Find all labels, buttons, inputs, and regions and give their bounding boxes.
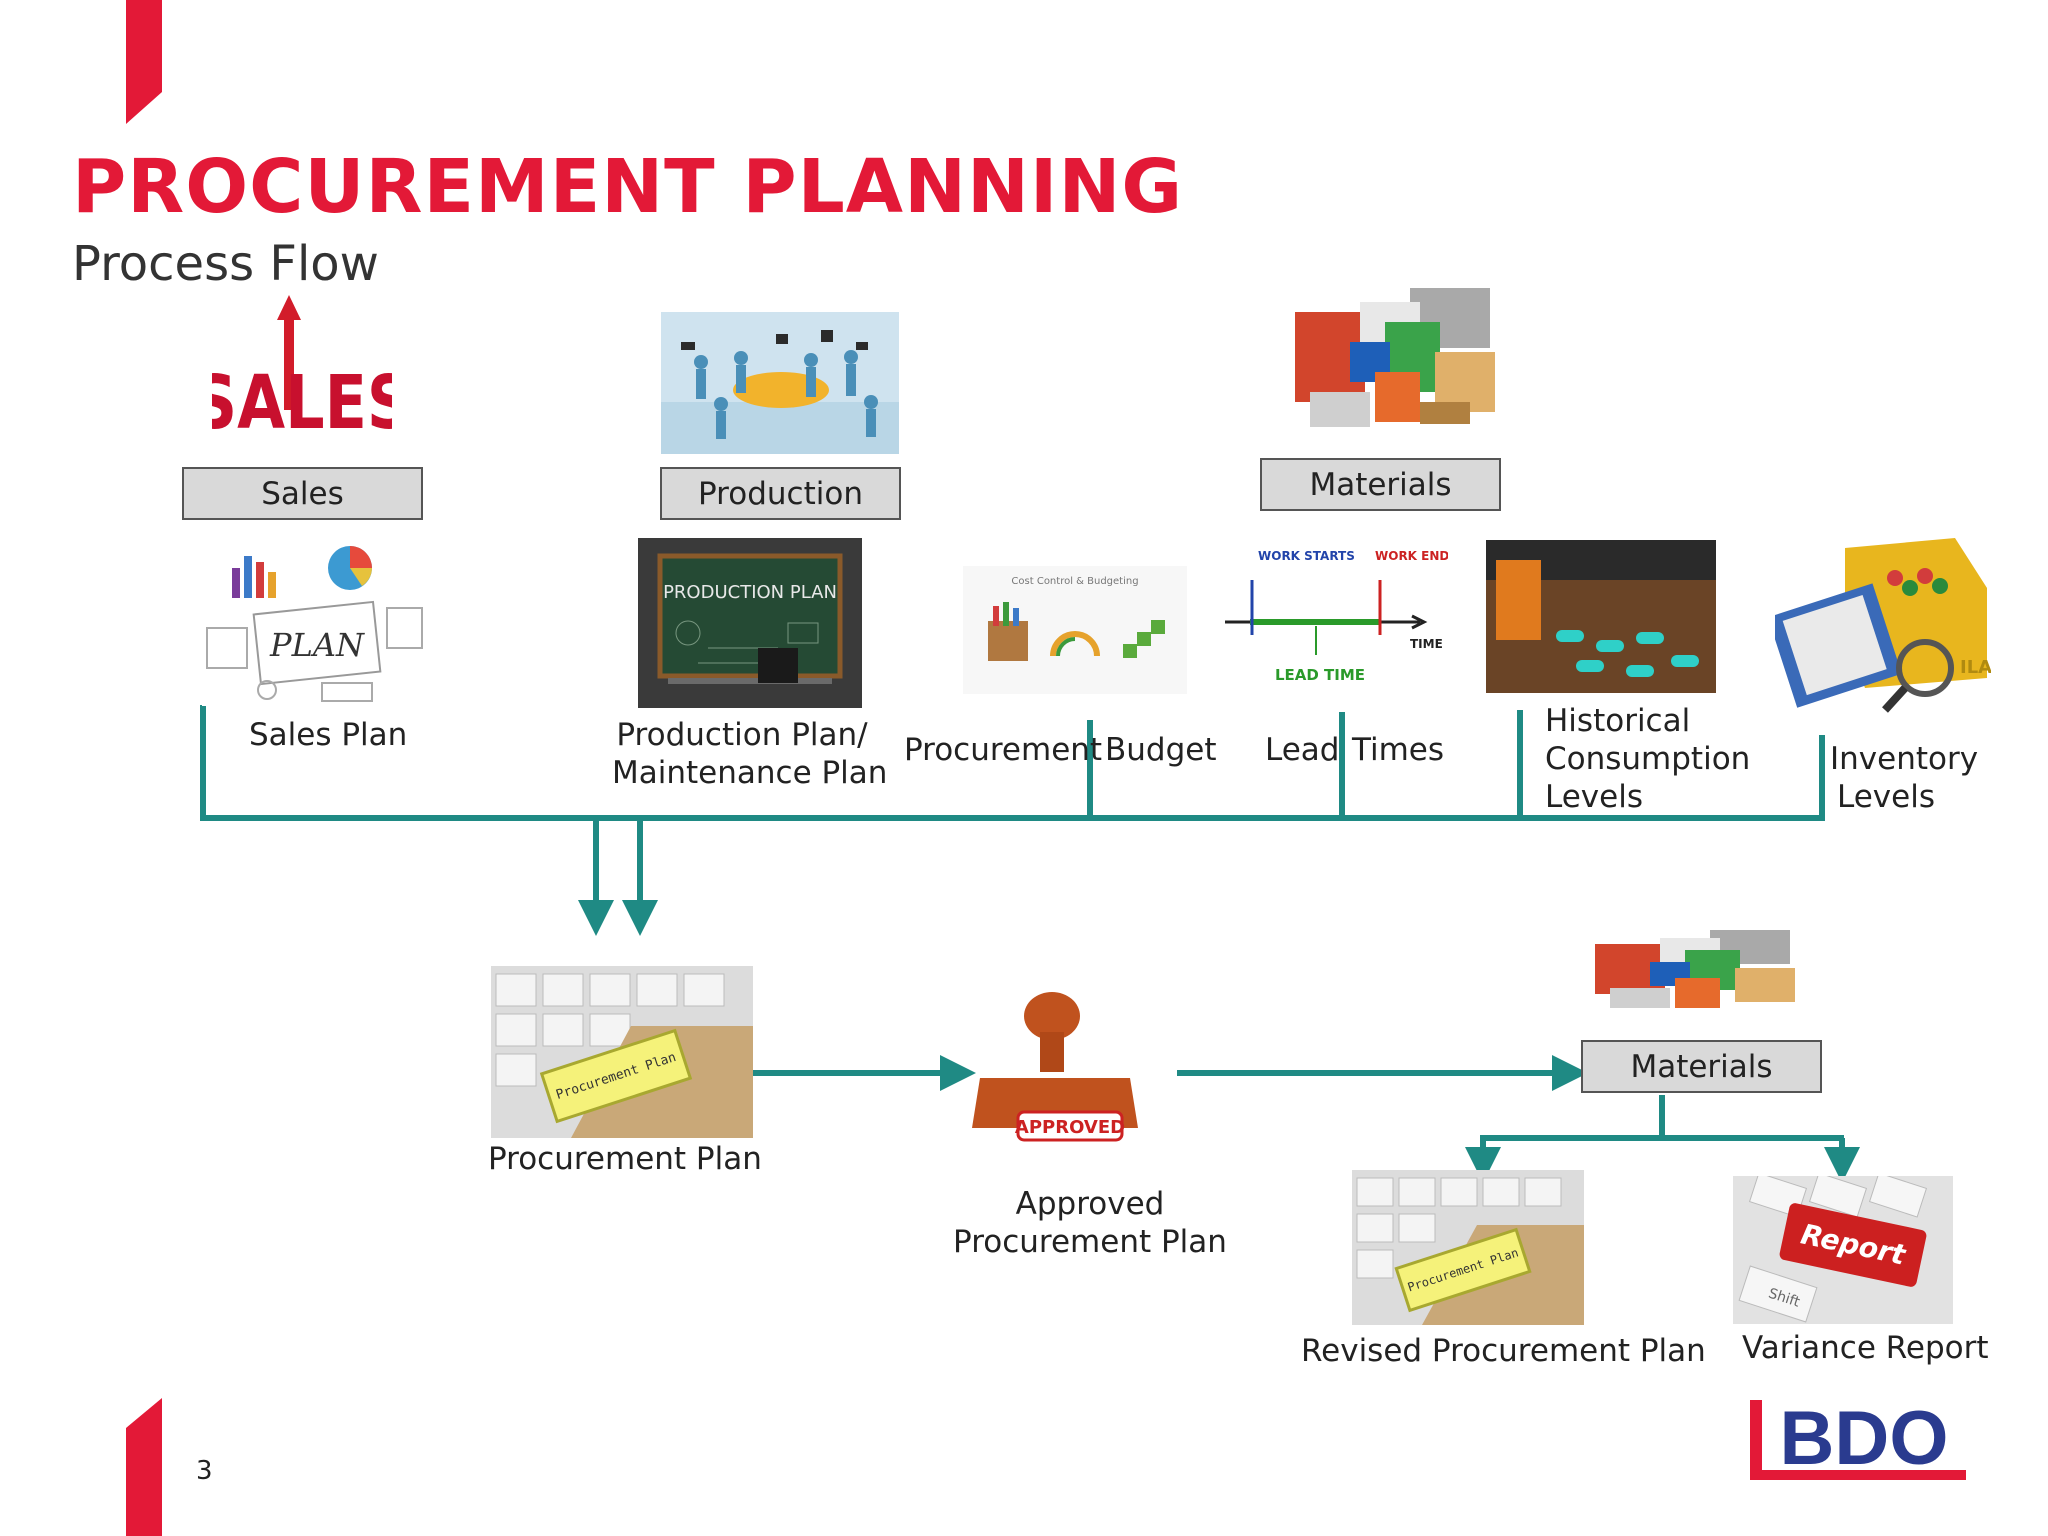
lead-times-label-b: Times — [1352, 732, 1445, 768]
stamp-text: APPROVED — [1015, 1117, 1125, 1138]
inventory-image: ILA — [1775, 528, 1991, 718]
approved-label-line2: Procurement Plan — [953, 1224, 1227, 1260]
red-corner-bar-top — [126, 0, 162, 124]
sales-plan-image: PLAN — [202, 538, 428, 706]
production-plan-label-line2: Maintenance Plan — [612, 755, 888, 791]
materials-box-top: Materials — [1260, 458, 1501, 511]
slide-subtitle: Process Flow — [72, 236, 379, 292]
variance-report-label: Variance Report — [1742, 1330, 1989, 1366]
approved-label-line1: Approved — [1015, 1186, 1165, 1222]
lead-time-image: WORK STARTS WORK ENDS TIME LEAD TIME — [1220, 540, 1448, 710]
sales-plan-label: Sales Plan — [249, 717, 408, 753]
page-number: 3 — [196, 1456, 213, 1486]
time-axis-text: TIME — [1410, 637, 1443, 651]
inventory-label-line2: Levels — [1837, 779, 1935, 815]
sales-image: SALES — [212, 290, 392, 440]
procurement-plan-label: Procurement Plan — [488, 1141, 762, 1177]
production-board-text: PRODUCTION PLAN — [663, 582, 837, 603]
materials-image-bottom — [1590, 928, 1806, 1012]
slide-title: PROCUREMENT PLANNING — [72, 144, 1184, 230]
production-team-image — [661, 312, 899, 454]
ila-text: ILA — [1960, 657, 1991, 678]
lead-times-label-a: Lead — [1265, 732, 1340, 768]
sales-box: Sales — [182, 467, 423, 520]
procurement-budget-label-a: Procurement — [904, 732, 1103, 768]
materials-box-bottom: Materials — [1581, 1040, 1822, 1093]
bdo-logo-text: BDO — [1780, 1396, 1949, 1481]
budget-caption: Cost Control & Budgeting — [1011, 576, 1138, 587]
sales-word: SALES — [212, 360, 392, 440]
historical-label-line3: Levels — [1545, 779, 1643, 815]
production-box: Production — [660, 467, 901, 520]
revised-procurement-plan-image: Procurement Plan — [1352, 1170, 1584, 1325]
procurement-plan-image: Procurement Plan — [491, 966, 753, 1138]
sales-plan-word: PLAN — [269, 626, 365, 664]
approved-stamp-image: APPROVED — [960, 988, 1165, 1158]
lead-time-text: LEAD TIME — [1275, 666, 1365, 684]
production-plan-label-line1: Production Plan/ — [616, 717, 868, 753]
revised-plan-label: Revised Procurement Plan — [1301, 1333, 1706, 1369]
work-ends-text: WORK ENDS — [1375, 549, 1448, 563]
procurement-budget-image: Cost Control & Budgeting — [963, 566, 1187, 694]
historical-label-line2: Consumption — [1545, 741, 1751, 777]
inventory-label-line1: Inventory — [1830, 741, 1979, 777]
variance-report-image: Report Shift — [1733, 1176, 1953, 1324]
historical-consumption-image — [1486, 540, 1716, 693]
work-starts-text: WORK STARTS — [1258, 549, 1355, 563]
bdo-logo: BDO — [1748, 1392, 1970, 1484]
historical-label-line1: Historical — [1545, 703, 1691, 739]
materials-image-top — [1290, 282, 1500, 438]
red-corner-bar-bottom — [126, 1398, 162, 1536]
procurement-budget-label-b: Budget — [1105, 732, 1217, 768]
production-plan-chalkboard-image: PRODUCTION PLAN — [638, 538, 862, 708]
